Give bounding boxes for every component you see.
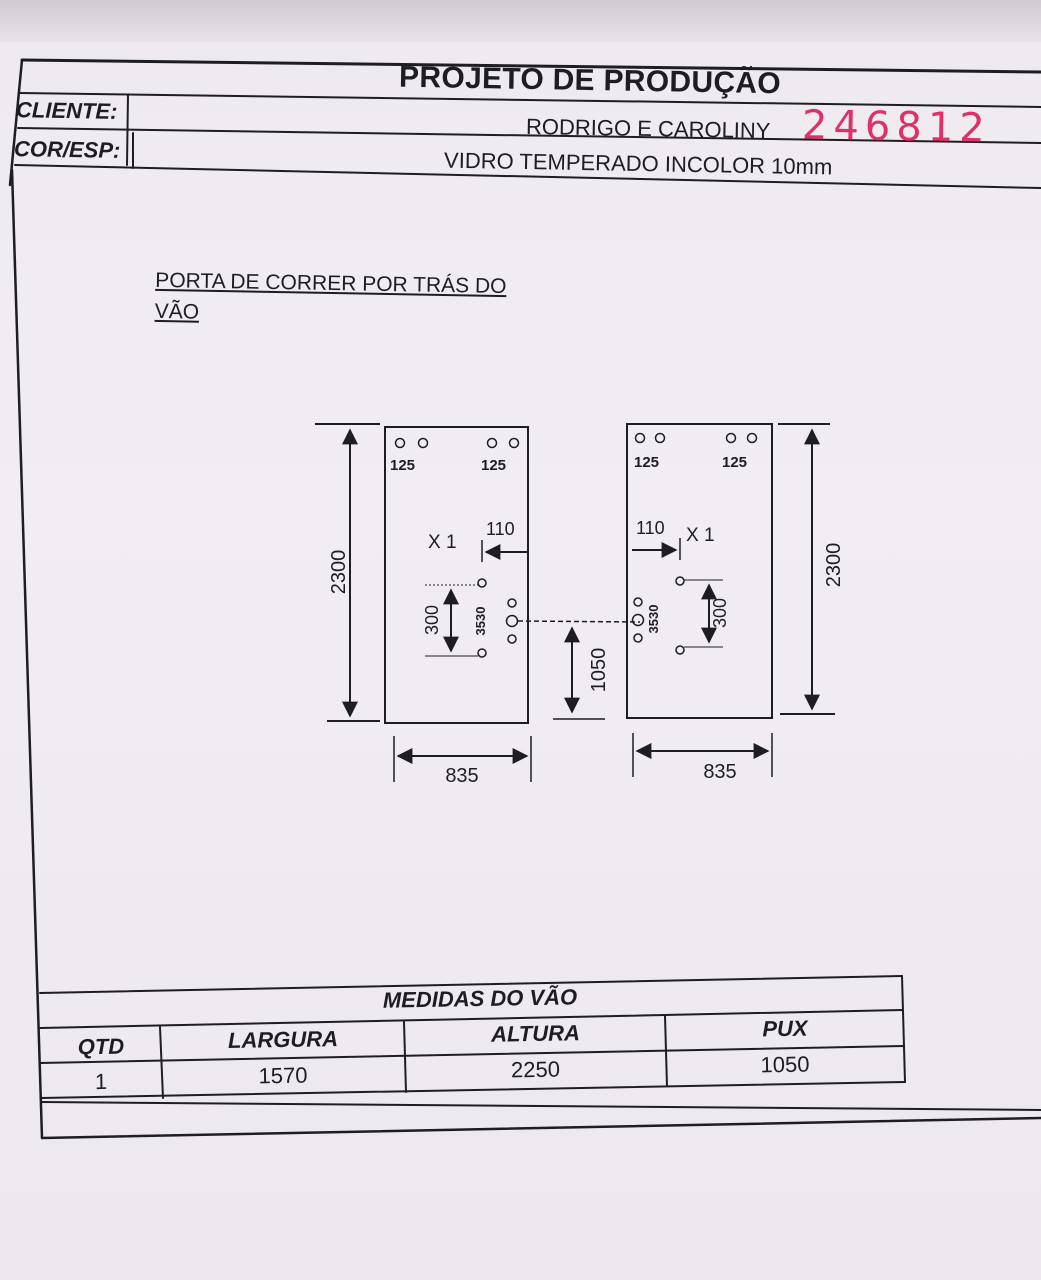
left-hole-label-2: 125 [481,457,506,474]
right-top-hole-4 [746,432,758,444]
left-top-hole-4 [508,437,520,449]
cell-pux: 1050 [760,1051,810,1078]
left-top-hole-3 [486,437,498,449]
right-height-label: 2300 [823,543,845,588]
page-shadow [0,0,1041,42]
left-qty-label: X 1 [428,532,457,553]
cell-altura: 2250 [510,1056,561,1083]
left-handle-hole-top [477,578,487,588]
left-offset-label: 110 [486,519,515,539]
left-handle-code: 3530 [473,607,488,636]
left-width-label: 835 [445,765,478,787]
right-lock-hole-2 [631,613,645,627]
left-lock-hole-1 [507,598,517,608]
right-handle-hole-top [675,576,685,586]
left-height-label: 2300 [328,550,350,595]
header-pux: PUX [762,1015,808,1042]
right-width-label: 835 [703,761,736,783]
left-spacing-label: 300 [422,605,442,635]
left-handle-hole-bottom [477,648,487,658]
right-qty-label: X 1 [686,525,715,546]
right-spacing-label: 300 [710,598,730,628]
measures-title: MEDIDAS DO VÃO [382,984,578,1013]
right-handle-hole-bottom [675,645,685,655]
right-handle-code: 3530 [646,605,661,634]
right-hole-label-1: 125 [634,454,659,471]
right-glass-panel [626,423,773,719]
left-lock-hole-2 [505,614,519,628]
header-altura: ALTURA [490,1020,581,1047]
right-lock-hole-1 [633,597,643,607]
pux-height-label: 1050 [588,648,610,693]
pux-alignment-line [517,620,641,623]
left-top-hole-1 [394,437,406,449]
left-glass-panel [384,426,529,724]
right-lock-hole-3 [633,633,643,643]
right-top-hole-3 [725,432,737,444]
left-lock-hole-3 [507,634,517,644]
right-top-hole-1 [634,432,646,444]
right-offset-label: 110 [636,518,665,538]
header-largura: LARGURA [227,1026,339,1053]
cell-qtd: 1 [94,1068,108,1095]
left-hole-label-1: 125 [390,457,415,474]
cell-largura: 1570 [258,1062,308,1089]
left-top-hole-2 [417,437,429,449]
right-hole-label-2: 125 [722,454,747,471]
right-top-hole-2 [654,432,666,444]
header-qtd: QTD [77,1033,125,1060]
